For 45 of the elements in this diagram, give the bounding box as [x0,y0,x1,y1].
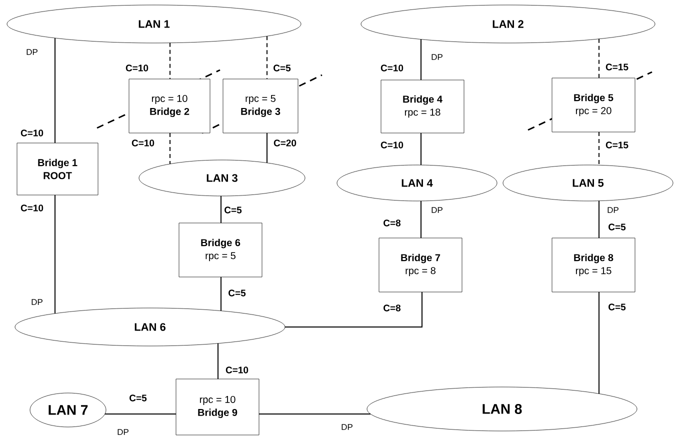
bridge-box: rpc = 5 Bridge 3 [222,78,298,134]
connection-line [54,38,56,144]
cost-label: C=5 [608,304,626,310]
port-label: DP [432,54,442,60]
cost-label: C=8 [384,304,401,312]
cost-label: C=5 [224,206,242,214]
bridge-box: Bridge 5 rpc = 20 [552,78,636,132]
cost-label: C=5 [130,394,147,402]
bridge-box: rpc = 10 Bridge 2 [128,78,210,134]
cost-label: C=5 [228,290,246,296]
cost-label: C=15 [606,64,628,70]
bridge-box: Bridge 4 rpc = 18 [380,80,464,134]
connection-line [420,200,422,238]
connection-line [598,292,600,394]
connection-line [420,38,422,80]
connection-line [220,196,222,224]
cost-label: C=10 [126,64,148,72]
cost-label: C=10 [226,366,248,374]
connection-line [54,194,56,314]
bridge-box: rpc = 10 Bridge 9 [176,378,260,436]
port-label: DP [342,424,352,430]
connection-line [598,132,600,166]
connection-line [420,132,422,166]
connection-line [266,132,268,164]
connection-line [598,200,600,238]
cost-label: C=5 [274,64,291,72]
connection-line [284,292,422,328]
bridge-box: Bridge 7 rpc = 8 [378,238,462,292]
cost-label: C=5 [608,224,626,230]
cost-label: C=20 [274,140,296,146]
bridge-box: Bridge 8 rpc = 15 [552,238,636,292]
bridge-box: Bridge 1 ROOT [16,142,98,196]
connection-line [220,276,222,312]
cost-label: C=8 [384,220,401,226]
port-label: DP [608,207,618,213]
cost-label: C=10 [132,140,154,146]
cost-label: C=10 [380,142,404,148]
bridge-box: Bridge 6 rpc = 5 [178,222,262,278]
cost-label: C=15 [606,142,628,148]
cost-label: C=10 [380,64,404,72]
port-label: DP [432,207,442,213]
connection-line [598,38,600,78]
connection-line [266,36,268,80]
port-label: DP [118,429,128,435]
cost-label: C=10 [20,204,44,212]
